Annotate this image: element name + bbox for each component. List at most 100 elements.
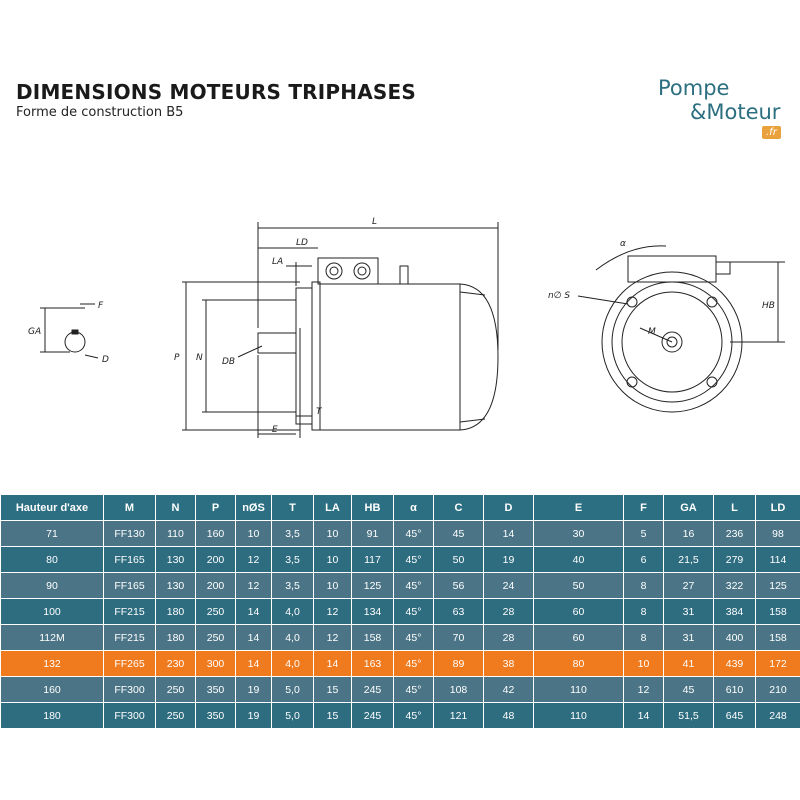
table-cell: FF165: [103, 572, 156, 599]
table-cell: 80: [533, 650, 624, 677]
col-header: D: [483, 494, 534, 521]
table-cell: 45°: [393, 598, 434, 625]
label-alpha: α: [620, 239, 626, 249]
table-cell: 110: [155, 520, 196, 547]
table-cell: 114: [755, 546, 800, 573]
table-cell: 12: [313, 598, 352, 625]
table-cell: 4,0: [271, 624, 314, 651]
col-header: M: [103, 494, 156, 521]
table-cell: 12: [623, 676, 664, 703]
label-L: L: [372, 217, 377, 227]
table-cell: 40: [533, 546, 624, 573]
table-cell: 91: [351, 520, 394, 547]
motor-front-view: [577, 245, 785, 413]
table-cell: 89: [433, 650, 484, 677]
table-cell: 10: [313, 520, 352, 547]
table-cell: 439: [713, 650, 756, 677]
table-cell: 8: [623, 624, 664, 651]
table-cell: 100: [0, 598, 104, 625]
col-header: P: [195, 494, 236, 521]
table-cell: 45°: [393, 546, 434, 573]
table-cell: 384: [713, 598, 756, 625]
col-header: T: [271, 494, 314, 521]
col-header: GA: [663, 494, 714, 521]
page-title: DIMENSIONS MOTEURS TRIPHASES: [16, 80, 416, 104]
table-cell: 130: [155, 546, 196, 573]
col-header: Hauteur d'axe: [0, 494, 104, 521]
table-cell: 158: [755, 624, 800, 651]
table-cell: 4,0: [271, 598, 314, 625]
shaft-section: [40, 303, 99, 359]
table-cell: 45°: [393, 624, 434, 651]
motor-side-view: [182, 222, 499, 438]
table-cell: 350: [195, 676, 236, 703]
table-cell: 350: [195, 702, 236, 729]
logo-tld: .fr: [762, 126, 781, 139]
table-cell: 108: [433, 676, 484, 703]
table-cell: 250: [155, 676, 196, 703]
table-cell: 19: [483, 546, 534, 573]
col-header: LD: [755, 494, 800, 521]
table-cell: FF265: [103, 650, 156, 677]
table-cell: 5,0: [271, 676, 314, 703]
col-header: C: [433, 494, 484, 521]
table-cell: 38: [483, 650, 534, 677]
table-cell: 14: [623, 702, 664, 729]
table-cell: 90: [0, 572, 104, 599]
label-D: D: [102, 355, 109, 365]
table-cell: 45: [663, 676, 714, 703]
table-cell: 31: [663, 598, 714, 625]
table-cell: 15: [313, 676, 352, 703]
table-cell: 248: [755, 702, 800, 729]
table-cell: 10: [623, 650, 664, 677]
table-cell: 110: [533, 702, 624, 729]
brand-logo: Pompe &Moteur .fr: [652, 76, 792, 146]
table-cell: 60: [533, 624, 624, 651]
table-cell: 12: [235, 546, 272, 573]
table-cell: 8: [623, 598, 664, 625]
table-cell: 5: [623, 520, 664, 547]
label-P: P: [174, 353, 180, 363]
table-cell: 110: [533, 676, 624, 703]
table-cell: 10: [313, 546, 352, 573]
table-header: Hauteur d'axe M N P nØS T LA HB α C D E …: [0, 494, 800, 521]
logo-line1: Pompe: [658, 76, 730, 100]
table-cell: 245: [351, 702, 394, 729]
table-cell: 42: [483, 676, 534, 703]
table-cell: 14: [235, 598, 272, 625]
table-cell: 158: [351, 624, 394, 651]
label-DB: DB: [222, 357, 235, 367]
table-cell: 300: [195, 650, 236, 677]
table-cell: 180: [155, 598, 196, 625]
table-cell: 19: [235, 676, 272, 703]
table-cell: 5,0: [271, 702, 314, 729]
table-cell: 130: [155, 572, 196, 599]
table-cell: 14: [483, 520, 534, 547]
col-header: LA: [313, 494, 352, 521]
table-cell: 28: [483, 598, 534, 625]
logo-line2: &Moteur: [690, 100, 781, 124]
page-subtitle: Forme de construction B5: [16, 105, 184, 120]
table-cell: 27: [663, 572, 714, 599]
table-cell: 45: [433, 520, 484, 547]
table-cell: FF215: [103, 598, 156, 625]
col-header: F: [623, 494, 664, 521]
col-header: nØS: [235, 494, 272, 521]
table-cell: 12: [313, 624, 352, 651]
label-E: E: [272, 425, 278, 435]
table-cell: 31: [663, 624, 714, 651]
table-cell: 45°: [393, 676, 434, 703]
table-cell: 30: [533, 520, 624, 547]
table-cell: 12: [235, 572, 272, 599]
table-cell: 63: [433, 598, 484, 625]
table-cell: 132: [0, 650, 104, 677]
table-cell: 250: [195, 624, 236, 651]
table-cell: 14: [235, 650, 272, 677]
table-cell: 180: [0, 702, 104, 729]
table-cell: 180: [155, 624, 196, 651]
table-cell: 160: [195, 520, 236, 547]
